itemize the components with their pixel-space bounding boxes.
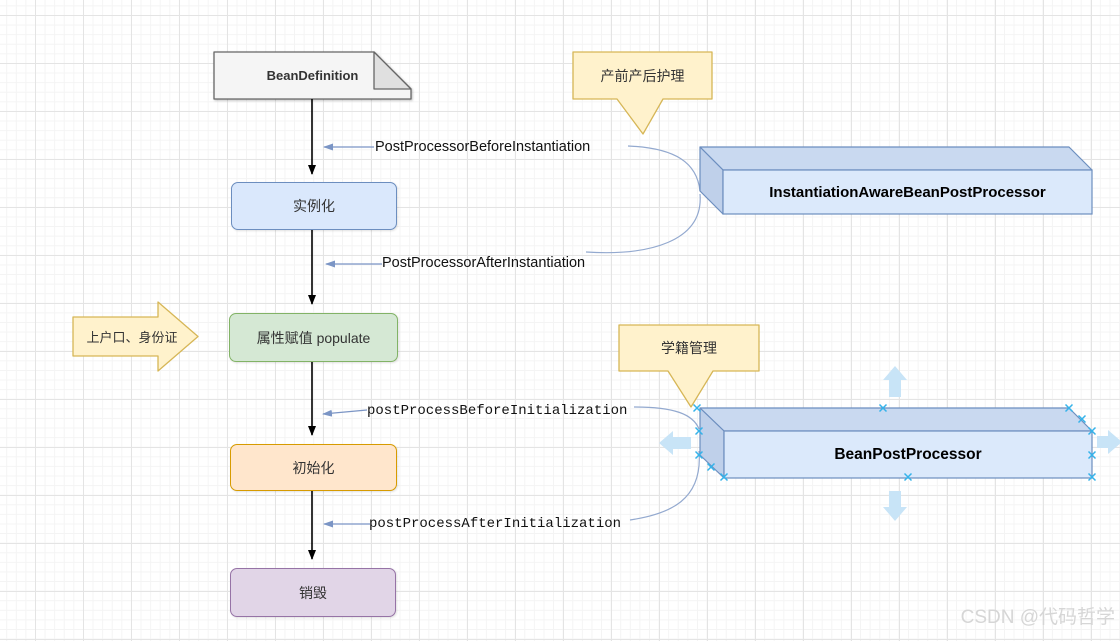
edge-label-after-instantiation[interactable]: PostProcessorAfterInstantiation (382, 255, 586, 271)
household-arrow-callout[interactable] (72, 301, 199, 372)
connector-curve-before-instantiation[interactable] (627, 145, 701, 192)
populate-label: 属性赋值 populate (256, 329, 371, 346)
populate-node[interactable]: 属性赋值 populate (229, 313, 398, 362)
hover-arrow-up-icon[interactable] (883, 366, 907, 397)
instantiate-label: 实例化 (293, 198, 335, 214)
watermark: CSDN @代码哲学 (960, 607, 1115, 628)
bean-definition-node[interactable] (213, 51, 412, 100)
connector-curve-after-initialization[interactable] (629, 450, 700, 521)
initialize-node[interactable]: 初始化 (230, 444, 397, 491)
hover-arrow-right-icon[interactable] (1097, 430, 1120, 454)
hover-arrows (659, 366, 1120, 521)
hover-arrow-left-icon[interactable] (659, 431, 691, 455)
destroy-node[interactable]: 销毁 (230, 568, 396, 617)
hover-arrow-down-icon[interactable] (883, 491, 907, 521)
edge-label-after-initialization[interactable]: postProcessAfterInitialization (369, 516, 622, 532)
edge-label-before-initialization[interactable]: postProcessBeforeInitialization (367, 403, 628, 419)
edge-arrow-before-initialization[interactable] (322, 409, 368, 417)
instantiation-aware-processor-node[interactable] (699, 146, 1093, 215)
connector-curve-before-initialization[interactable] (633, 406, 700, 430)
destroy-label: 销毁 (299, 584, 327, 601)
bean-post-processor-node[interactable] (699, 407, 1093, 479)
edge-label-before-instantiation[interactable]: PostProcessorBeforeInstantiation (375, 139, 591, 155)
instantiate-node[interactable]: 实例化 (231, 182, 397, 230)
note-fold-corner (373, 51, 412, 90)
initialize-label: 初始化 (292, 459, 335, 476)
student-registry-callout[interactable] (618, 324, 760, 408)
connection-point-markers[interactable] (692, 403, 1097, 482)
prenatal-care-callout[interactable] (572, 51, 713, 135)
connector-curve-after-instantiation[interactable] (585, 193, 701, 254)
